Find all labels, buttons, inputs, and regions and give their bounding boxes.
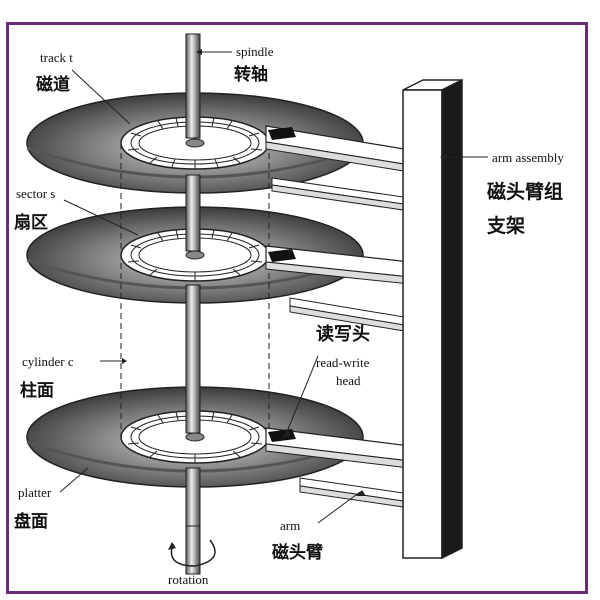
platter-1 xyxy=(26,92,364,194)
arm-leader xyxy=(317,491,361,524)
track-label-cn: 磁道 xyxy=(36,74,70,95)
cylinder-label-cn: 柱面 xyxy=(20,380,54,401)
platter-label-cn: 盘面 xyxy=(14,511,48,532)
platter-leader xyxy=(59,467,89,493)
sector-label-cn: 扇区 xyxy=(14,212,48,233)
arm-assembly-arrowhead xyxy=(440,154,446,160)
sector-leader xyxy=(63,199,139,236)
diagram-frame xyxy=(6,22,588,594)
arm-label-en: arm xyxy=(280,518,300,533)
cylinder-arrowhead xyxy=(122,358,127,364)
read-write-arrowhead xyxy=(282,430,290,438)
read-write-label-en-2: head xyxy=(336,373,361,388)
spindle-mid xyxy=(185,174,201,252)
rotation-arrow xyxy=(168,539,216,567)
spindle-arrowhead xyxy=(196,49,202,55)
track-leader xyxy=(71,69,131,125)
read-write-label-cn: 读写头 xyxy=(316,323,370,345)
arm-1 xyxy=(265,125,411,212)
read-write-leader xyxy=(285,355,319,435)
spindle-top xyxy=(185,33,201,139)
sector-label-en: sector s xyxy=(16,186,55,201)
spindle-lower xyxy=(185,284,201,434)
spindle-label-cn: 转轴 xyxy=(234,64,268,85)
cylinder-label-en: cylinder c xyxy=(22,354,74,369)
arm-3 xyxy=(265,427,411,509)
arm-assembly-label-cn-2: 支架 xyxy=(486,215,525,237)
spindle-bottom xyxy=(185,467,201,527)
spindle-label-en: spindle xyxy=(236,44,274,59)
arm-assembly-label-cn-1: 磁头臂组 xyxy=(487,180,563,203)
arm-assembly-label-en: arm assembly xyxy=(492,150,564,165)
platter-3 xyxy=(26,386,364,488)
arm-label-cn: 磁头臂 xyxy=(272,542,323,563)
platter-label-en: platter xyxy=(18,485,52,500)
cylinder-outline xyxy=(120,143,270,437)
arm-assembly-pillar xyxy=(402,78,463,560)
read-write-label-en-1: read-write xyxy=(316,355,370,370)
rotation-label: rotation xyxy=(168,572,209,587)
arm-arrowhead xyxy=(356,490,366,496)
track-label-en: track t xyxy=(40,50,73,65)
